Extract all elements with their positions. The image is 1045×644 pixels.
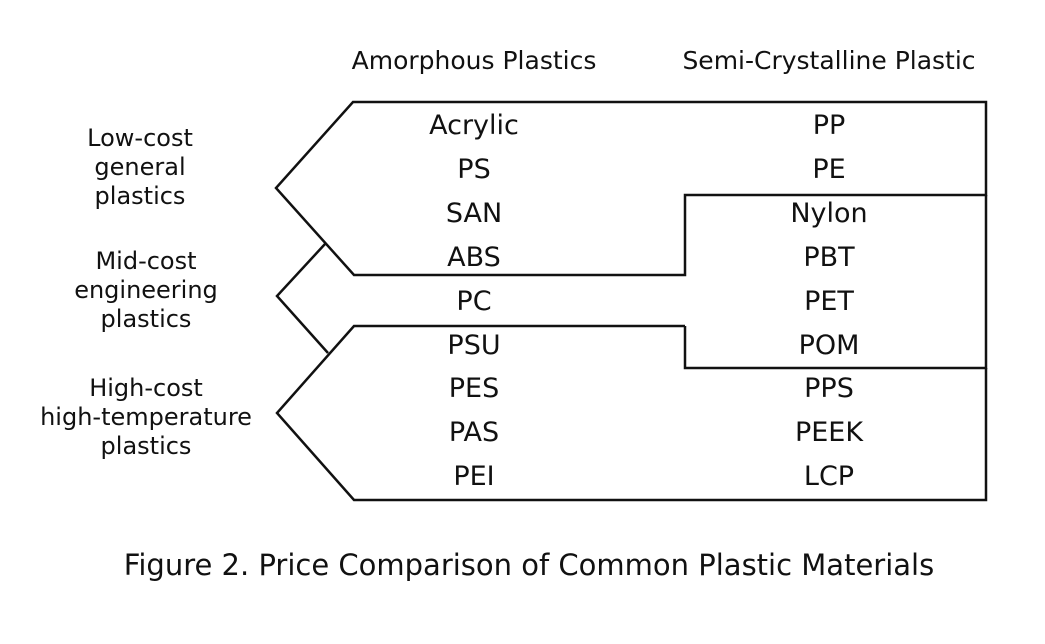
semi-crystalline-column-header: Semi-Crystalline Plastic [682, 46, 976, 75]
amorphous-item: ABS [447, 241, 501, 273]
semi-crystalline-item: PE [812, 153, 846, 185]
category-line: Low-cost [87, 124, 193, 152]
category-line: plastics [100, 305, 192, 333]
semi-crystalline-item: LCP [803, 461, 855, 493]
semi-crystalline-item: PPS [804, 373, 854, 405]
category-mid-cost: Mid-cost engineering plastics [16, 247, 276, 334]
semi-crystalline-item: Nylon [790, 197, 868, 229]
amorphous-item: PES [448, 373, 500, 405]
category-line: general [94, 153, 186, 181]
category-line: Mid-cost [95, 247, 197, 275]
semi-crystalline-item: PEEK [794, 417, 864, 449]
amorphous-item: PSU [447, 329, 501, 361]
amorphous-item: PAS [448, 417, 500, 449]
category-line: High-cost [89, 374, 203, 402]
semi-crystalline-item: PET [804, 285, 854, 317]
semi-crystalline-item: PP [812, 110, 846, 141]
semi-crystalline-item: PBT [803, 241, 855, 273]
amorphous-item: SAN [445, 197, 503, 229]
amorphous-column-header: Amorphous Plastics [351, 46, 597, 75]
amorphous-item: PS [457, 153, 491, 185]
semi-crystalline-item: POM [798, 329, 860, 361]
category-low-cost: Low-cost general plastics [10, 124, 270, 211]
category-line: engineering [74, 276, 218, 304]
amorphous-item: PC [456, 285, 492, 317]
category-high-cost: High-cost high-temperature plastics [16, 374, 276, 461]
figure-caption: Figure 2. Price Comparison of Common Pla… [123, 548, 935, 582]
low-cost-boundary [274, 100, 988, 277]
amorphous-item: PEI [453, 461, 495, 493]
category-line: high-temperature [40, 403, 252, 431]
high-cost-boundary [275, 324, 988, 502]
category-line: plastics [94, 182, 186, 210]
amorphous-item: Acrylic [429, 110, 519, 141]
category-line: plastics [100, 432, 192, 460]
mid-cost-boundary [275, 243, 329, 354]
mid-cost-right-boundary [683, 195, 988, 370]
